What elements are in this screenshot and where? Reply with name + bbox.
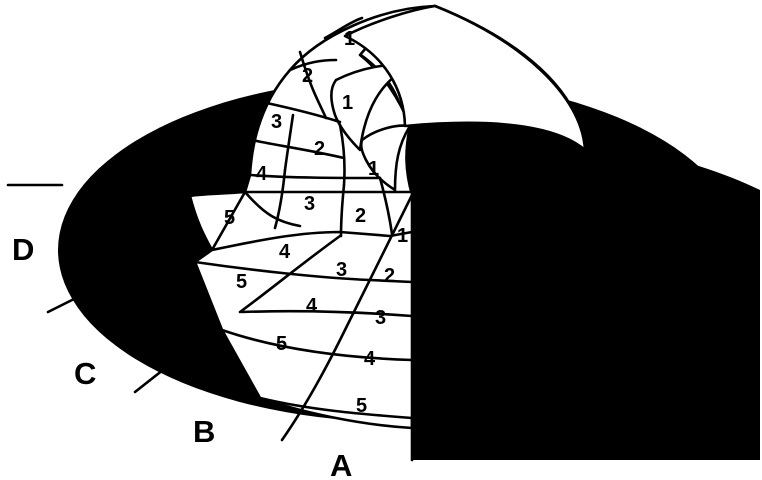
- cut-quarter: [412, 125, 760, 460]
- cell-dome-r2: 3: [271, 111, 282, 133]
- cell-dome-r1: 2: [302, 65, 313, 87]
- cell-c4-r7: 5: [356, 395, 367, 417]
- label-A: A: [330, 448, 352, 480]
- cell-dome-r3: 4: [256, 163, 268, 185]
- cell-c4-r4: 2: [384, 265, 395, 287]
- label-D: D: [12, 232, 34, 267]
- cell-c4-r3: 1: [397, 225, 408, 247]
- cell-c2-r2: 2: [314, 138, 325, 160]
- cell-c4-r6: 4: [364, 348, 376, 370]
- cell-c3-r5: 4: [306, 295, 318, 317]
- cell-c3-r4: 3: [336, 259, 347, 281]
- label-B: B: [193, 414, 215, 449]
- cell-dome-r0: 1: [344, 28, 355, 50]
- cell-c2-r3: 3: [304, 193, 315, 215]
- cell-c4-r5: 3: [375, 307, 386, 329]
- cell-c2-r1: 1: [342, 92, 353, 114]
- cell-c3-r2: 1: [368, 158, 379, 180]
- sector-line-C-tick: [135, 366, 168, 392]
- cell-c3-r6: 5: [276, 333, 287, 355]
- cell-dome-r4: 5: [224, 207, 235, 229]
- cell-c2-r4: 4: [279, 241, 291, 263]
- cell-c2-r5: 5: [236, 271, 247, 293]
- label-C: C: [74, 356, 96, 391]
- cell-c3-r3: 2: [355, 205, 366, 227]
